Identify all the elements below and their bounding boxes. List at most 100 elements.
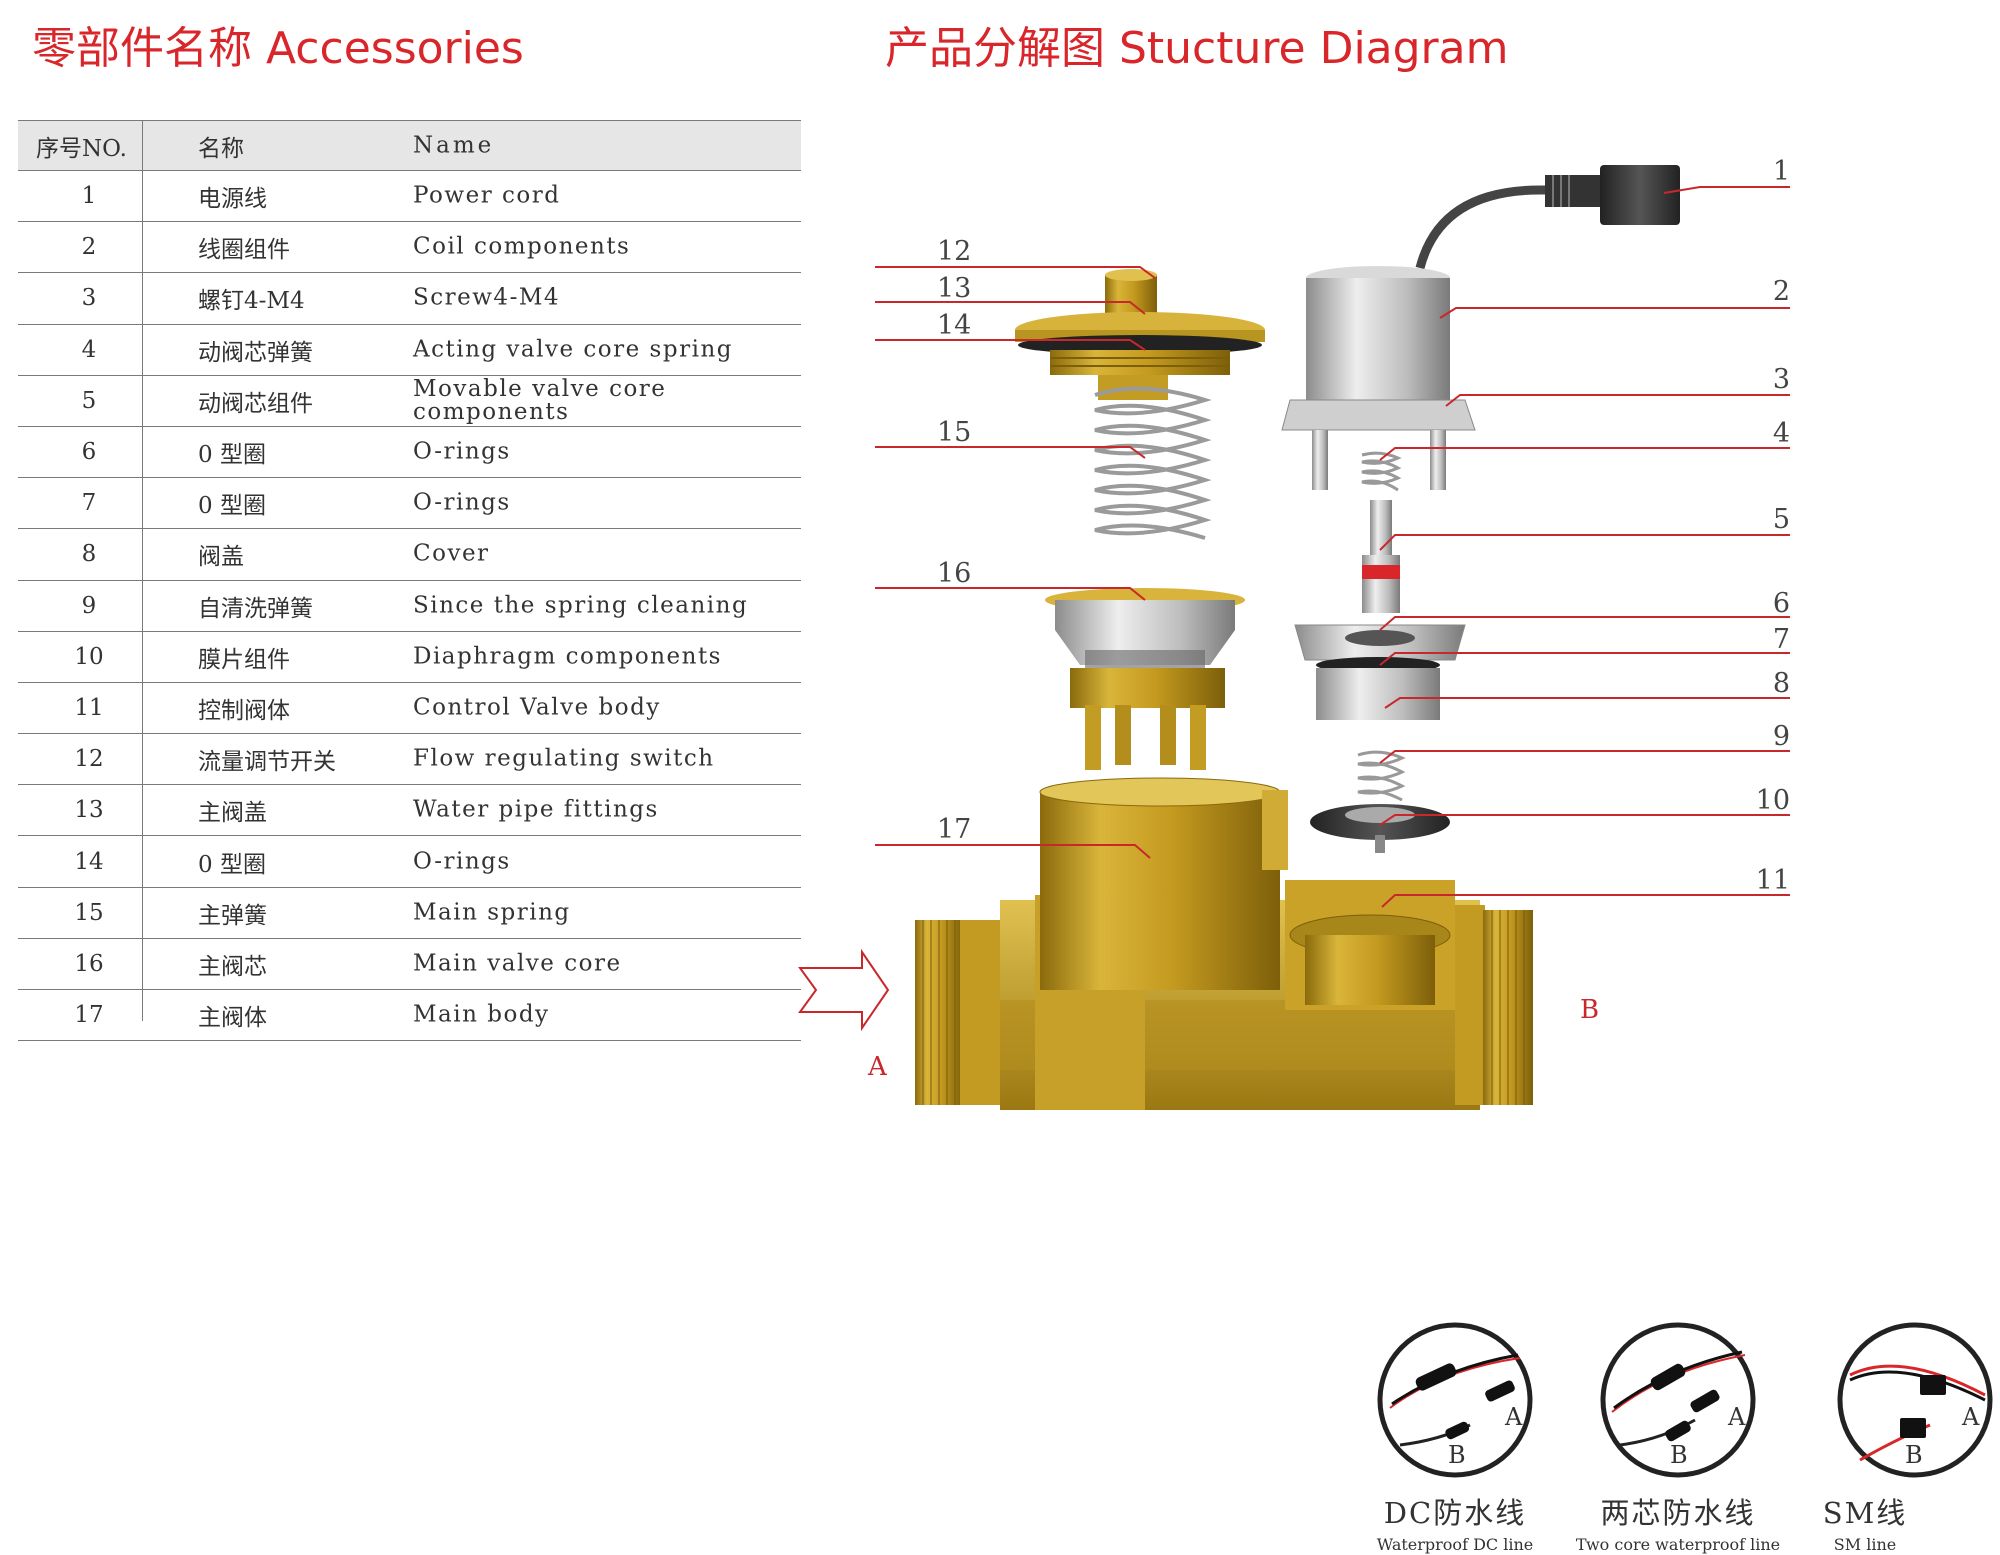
connector-two-core-a: A: [1727, 1403, 1746, 1431]
row-no: 7: [81, 490, 97, 517]
main-valve-core-part: [1045, 588, 1245, 770]
callout-15: 15: [937, 417, 971, 448]
row-cn-name: 电源线: [198, 186, 267, 213]
callout-5: 5: [1773, 504, 1790, 535]
table-row: 12 流量调节开关 Flow regulating switch: [18, 734, 801, 786]
callout-7: 7: [1773, 624, 1790, 655]
callout-12: 12: [937, 236, 971, 267]
callout-14: 14: [937, 310, 971, 341]
row-cn-name: 0 型圈: [198, 442, 266, 469]
table-row: 10 膜片组件 Diaphragm components: [18, 632, 801, 683]
row-no: 10: [74, 643, 104, 670]
callout-lines: [875, 186, 1790, 908]
connector-dc-caption-en: Waterproof DC line: [1376, 1535, 1534, 1554]
valve-cover-part: [1294, 624, 1466, 720]
accessories-table: 序号NO. 名称 Name 1 电源线 Power cord 2 线圈组件 Coil c…: [18, 120, 801, 1042]
connector-two-core-b: B: [1670, 1441, 1688, 1469]
callout-numbers: 1 2 3 4 5 6 7 8 9 10 11 12 13 14 15 16 1…: [937, 156, 1790, 896]
row-cn-name: 主阀盖: [198, 800, 267, 827]
table-header-row: 序号NO. 名称 Name: [18, 120, 801, 171]
row-cn-name: 动阀芯组件: [198, 390, 313, 417]
row-cn-name: 控制阀体: [198, 697, 290, 724]
table-row: 5 动阀芯组件 Movable valve core components: [18, 376, 801, 427]
row-en-name: Movable valve core components: [413, 375, 667, 425]
row-en-name: Power cord: [413, 182, 561, 209]
row-no: 8: [81, 541, 97, 568]
row-en-name: Main valve core: [413, 950, 622, 977]
row-en-name: Since the spring cleaning: [413, 592, 749, 619]
row-en-name: Acting valve core spring: [413, 336, 733, 363]
row-en-name: Cover: [413, 540, 490, 567]
table-row: 17 主阀体 Main body: [18, 990, 801, 1042]
row-no: 14: [74, 848, 104, 875]
callout-8: 8: [1773, 668, 1790, 699]
row-no: 5: [81, 387, 97, 414]
callout-4: 4: [1773, 418, 1790, 449]
callout-1: 1: [1773, 156, 1790, 187]
header-en-name: Name: [413, 132, 495, 158]
row-en-name: Water pipe fittings: [413, 796, 659, 823]
row-en-name: Diaphragm components: [413, 643, 722, 670]
table-row: 4 动阀芯弹簧 Acting valve core spring: [18, 325, 801, 376]
row-en-name: Main body: [413, 1001, 550, 1028]
flow-arrow-icon: [798, 948, 890, 1032]
main-body-part: [915, 777, 1533, 1110]
row-en-name: O-rings: [413, 438, 511, 465]
main-spring-part: [1094, 386, 1212, 540]
row-en-name: Flow regulating switch: [413, 745, 715, 772]
callout-2: 2: [1773, 276, 1790, 307]
row-no: 2: [81, 234, 97, 261]
row-cn-name: 线圈组件: [198, 237, 290, 264]
row-cn-name: 流量调节开关: [198, 749, 336, 776]
row-cn-name: 动阀芯弹簧: [198, 339, 313, 366]
coil-components-part: [1281, 266, 1476, 490]
row-cn-name: 膜片组件: [198, 646, 290, 673]
accessories-title: 零部件名称 Accessories: [32, 23, 524, 74]
diaphragm-components-part: [1310, 804, 1450, 853]
header-cn-name: 名称: [198, 135, 244, 162]
row-en-name: Coil components: [413, 233, 631, 260]
row-no: 13: [74, 797, 104, 824]
header-no: 序号NO.: [36, 135, 127, 162]
row-no: 9: [81, 592, 97, 619]
row-cn-name: 阀盖: [198, 544, 244, 571]
row-cn-name: 0 型圈: [198, 493, 266, 520]
cleaning-spring-part: [1357, 750, 1406, 802]
row-en-name: Main spring: [413, 899, 571, 926]
connector-dc-b: B: [1448, 1441, 1466, 1469]
row-no: 1: [81, 183, 97, 210]
row-cn-name: 主弹簧: [198, 902, 267, 929]
callout-6: 6: [1773, 588, 1790, 619]
row-cn-name: 螺钉4-M4: [198, 288, 305, 315]
row-en-name: O-rings: [413, 489, 511, 516]
connector-two-core-caption-en: Two core waterproof line: [1575, 1535, 1781, 1554]
row-no: 4: [81, 336, 97, 363]
callout-3: 3: [1773, 364, 1790, 395]
outlet-label: B: [1580, 995, 1599, 1025]
table-row: 13 主阀盖 Water pipe fittings: [18, 785, 801, 837]
row-cn-name: 主阀体: [198, 1005, 267, 1032]
connector-sm-caption-en: SM line: [1833, 1535, 1897, 1554]
connector-dc-a: A: [1504, 1403, 1523, 1431]
row-no: 12: [74, 746, 104, 773]
connector-sm-a: A: [1961, 1403, 1980, 1431]
connector-two-core-icon: A B: [1600, 1322, 1756, 1478]
row-en-name: O-rings: [413, 848, 511, 875]
row-cn-name: 主阀芯: [198, 953, 267, 980]
row-cn-name: 自清洗弹簧: [198, 595, 313, 622]
table-row: 8 阀盖 Cover: [18, 529, 801, 581]
row-no: 3: [81, 285, 97, 312]
row-no: 17: [74, 1002, 104, 1029]
table-row: 2 线圈组件 Coil components: [18, 222, 801, 274]
row-no: 11: [74, 694, 104, 721]
callout-9: 9: [1773, 721, 1790, 752]
table-row: 7 0 型圈 O-rings: [18, 478, 801, 530]
power-cord-part: [1415, 165, 1680, 270]
connector-dc-icon: A B: [1377, 1322, 1533, 1478]
